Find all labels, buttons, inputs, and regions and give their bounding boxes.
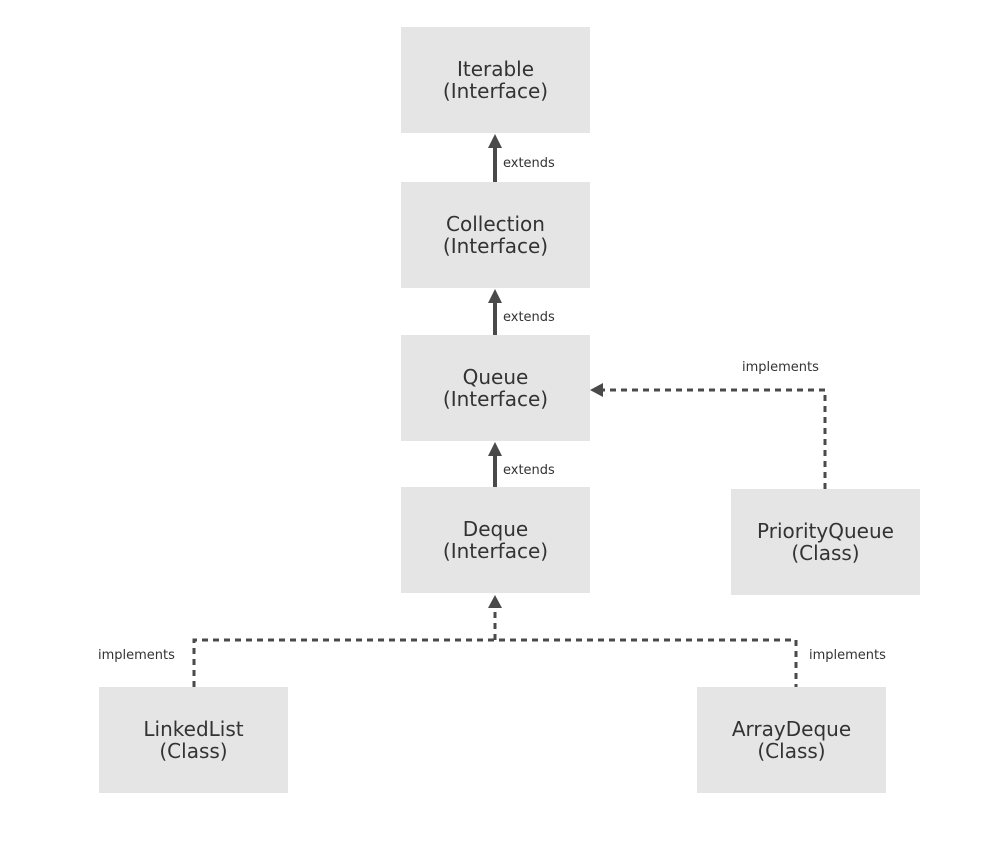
- arrowhead-icon: [590, 383, 603, 397]
- arrowhead-icon: [488, 289, 502, 303]
- edge-label-arraydeque-deque: implements: [809, 648, 886, 663]
- edge-deque-extends-queue: [488, 442, 502, 488]
- node-linkedlist-name: LinkedList: [143, 717, 244, 741]
- edge-label-queue-collection: extends: [503, 310, 555, 325]
- arrowhead-icon: [488, 442, 502, 456]
- node-arraydeque-kind: (Class): [757, 739, 826, 763]
- node-iterable: Iterable (Interface): [401, 27, 590, 133]
- arrowhead-icon: [488, 134, 502, 148]
- node-linkedlist: LinkedList (Class): [99, 687, 288, 793]
- node-queue-name: Queue: [462, 365, 529, 389]
- node-deque: Deque (Interface): [401, 487, 590, 593]
- edge-classes-implement-deque: [192, 595, 798, 687]
- edge-label-linkedlist-deque: implements: [98, 648, 175, 663]
- edge-label-deque-queue: extends: [503, 463, 555, 478]
- edge-collection-extends-iterable: [488, 134, 502, 182]
- node-collection-kind: (Interface): [442, 234, 549, 258]
- arrowhead-icon: [488, 595, 502, 608]
- node-collection: Collection (Interface): [401, 182, 590, 288]
- node-priorityqueue: PriorityQueue (Class): [731, 489, 920, 595]
- edge-label-collection-iterable: extends: [503, 156, 555, 171]
- node-priorityqueue-name: PriorityQueue: [757, 519, 894, 543]
- node-arraydeque: ArrayDeque (Class): [697, 687, 886, 793]
- node-iterable-kind: (Interface): [442, 79, 549, 103]
- node-deque-name: Deque: [462, 517, 529, 541]
- node-deque-kind: (Interface): [442, 539, 549, 563]
- edge-queue-extends-collection: [488, 289, 502, 335]
- edge-label-priorityqueue-queue: implements: [742, 360, 819, 375]
- node-collection-name: Collection: [446, 212, 545, 236]
- node-queue-kind: (Interface): [442, 387, 549, 411]
- node-iterable-name: Iterable: [456, 57, 535, 81]
- edge-priorityqueue-implements-queue: [590, 383, 827, 489]
- node-queue: Queue (Interface): [401, 335, 590, 441]
- node-arraydeque-name: ArrayDeque: [731, 717, 852, 741]
- node-priorityqueue-kind: (Class): [791, 541, 860, 565]
- node-linkedlist-kind: (Class): [159, 739, 228, 763]
